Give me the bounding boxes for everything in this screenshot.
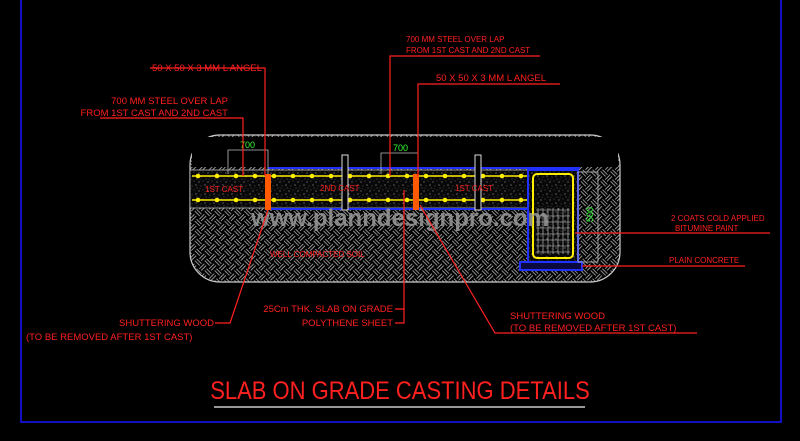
rebar-dot [347, 173, 353, 179]
dim-lap-left: 700 [240, 140, 255, 150]
rebar-dot [480, 197, 486, 203]
label-angle-left: 50 X 50 X 3 MM L ANGEL [152, 63, 262, 74]
rebar-dot [252, 197, 258, 203]
label-bitumen-1: 2 COATS COLD APPLIED [671, 214, 765, 223]
rebar-dot [442, 197, 448, 203]
leader-angle-right [417, 83, 560, 176]
rebar-dot [518, 197, 524, 203]
rebar-dot [499, 197, 505, 203]
label-cast-3: 1ST CAST [455, 184, 493, 193]
rebar-dots [195, 173, 524, 203]
leader-slab [395, 308, 405, 324]
rebar-dot [271, 197, 277, 203]
rebar-dot [214, 197, 220, 203]
rebar-dot [309, 173, 315, 179]
plain-concrete-footing [519, 261, 583, 271]
rebar-dot [385, 197, 391, 203]
leader-overlap-top [389, 55, 540, 176]
bitumen-dim-box [577, 171, 599, 263]
rebar-dot [195, 197, 201, 203]
rebar-dot [404, 173, 410, 179]
rebar-dot [233, 197, 239, 203]
rebar-dot [404, 197, 410, 203]
dim-lap-center: 700 [393, 143, 408, 153]
label-angle-right: 50 X 50 X 3 MM L ANGEL [436, 73, 546, 84]
rebar-dot [290, 197, 296, 203]
rebar-dot [233, 173, 239, 179]
shutter-gap-2 [474, 154, 482, 211]
rebar-dot [347, 197, 353, 203]
dim-beam-depth: 500 [585, 207, 595, 222]
label-soil: WELL COMPACTED SOIL [270, 250, 365, 259]
rebar-dot [461, 197, 467, 203]
rebar-dot [499, 173, 505, 179]
drawing-title: SLAB ON GRADE CASTING DETAILS [210, 377, 590, 405]
label-overlap-left-2: FROM 1ST CAST AND 2ND CAST [81, 108, 229, 119]
drawing-frame [20, 0, 782, 423]
rebar-dot [385, 173, 391, 179]
rebar-dot [328, 197, 334, 203]
label-bitumen-2: BITUMINE PAINT [675, 224, 739, 233]
angle-left [265, 174, 271, 210]
label-overlap-top-1: 700 MM STEEL OVER LAP [406, 35, 504, 44]
beam-reinforcement-grid [536, 208, 570, 254]
leader-angle-left [150, 67, 266, 176]
rebar-dot [214, 173, 220, 179]
label-cast-2: 2ND CAST [320, 184, 360, 193]
label-plain-concrete: PLAIN CONCRETE [669, 256, 739, 265]
rebar-dot [252, 173, 258, 179]
label-overlap-left-1: 700 MM STEEL OVER LAP [111, 96, 228, 107]
label-shutter-left-2: (TO BE REMOVED AFTER 1ST CAST) [26, 332, 192, 343]
rebar-dot [423, 173, 429, 179]
label-shutter-right-2: (TO BE REMOVED AFTER 1ST CAST) [510, 323, 676, 334]
rebar-dot [518, 173, 524, 179]
rebar-dot [480, 173, 486, 179]
rebar-dot [461, 173, 467, 179]
rebar-dot [423, 197, 429, 203]
rebar-dot [366, 197, 372, 203]
rebar-dot [290, 173, 296, 179]
label-cast-1: 1ST CAST [205, 185, 243, 194]
label-shutter-right-1: SHUTTERING WOOD [510, 311, 605, 322]
label-shutter-left-1: SHUTTERING WOOD [119, 318, 214, 329]
angle-right [413, 174, 419, 210]
rebar-dot [366, 173, 372, 179]
leader-shutter-right [419, 204, 697, 334]
lap-dim-left [227, 149, 269, 174]
label-polythene: POLYTHENE SHEET [302, 318, 393, 329]
soil-top-clear [192, 137, 618, 167]
leader-shutter-left [215, 209, 269, 324]
leader-overlap-left [100, 117, 244, 176]
rebar-dot [328, 173, 334, 179]
rebar-dot [442, 173, 448, 179]
shutter-gap-1 [341, 154, 349, 211]
label-overlap-top-2: FROM 1ST CAST AND 2ND CAST [406, 46, 530, 55]
label-slab: 25Cm THK. SLAB ON GRADE [263, 304, 393, 315]
watermark: www.planndesignpro.com [250, 205, 549, 232]
rebar-dot [309, 197, 315, 203]
rebar-dot [271, 173, 277, 179]
rebar-dot [195, 173, 201, 179]
beam-stirrup [532, 173, 574, 259]
